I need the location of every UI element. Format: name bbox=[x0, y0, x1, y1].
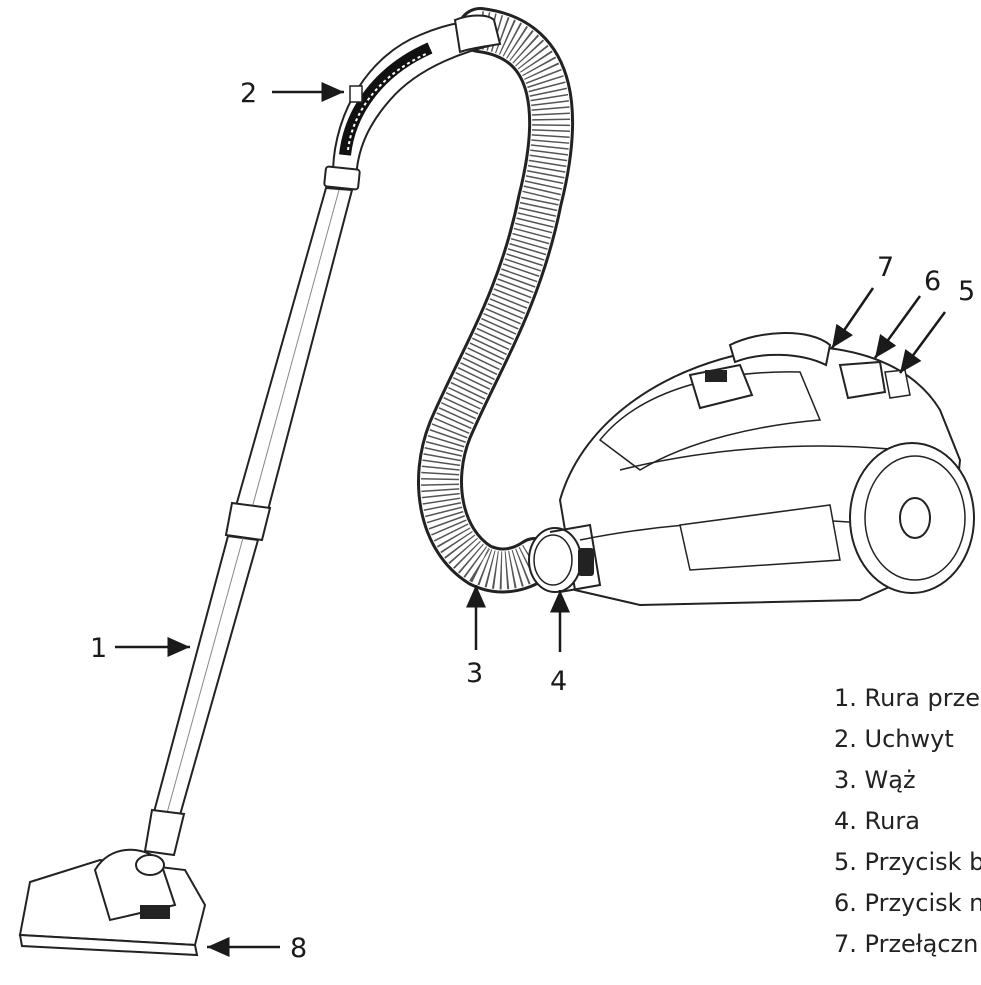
callout-5: 5 bbox=[958, 276, 975, 307]
callout-3: 3 bbox=[466, 658, 483, 689]
callout-8: 8 bbox=[290, 933, 307, 964]
hose-illustration bbox=[417, 7, 575, 594]
callout-2: 2 bbox=[240, 78, 257, 109]
vacuum-body-illustration bbox=[528, 332, 975, 607]
legend-item: 3. Wąż bbox=[834, 766, 916, 794]
arrow-5 bbox=[898, 311, 947, 374]
parts-legend: 1. Rura prze 2. Uchwyt 3. Wąż 4. Rura 5.… bbox=[834, 680, 981, 967]
callout-arrows bbox=[115, 82, 947, 957]
callout-6: 6 bbox=[924, 266, 941, 297]
arrow-6 bbox=[873, 295, 922, 359]
legend-item: 6. Przycisk n bbox=[834, 889, 981, 917]
tube-illustration bbox=[143, 186, 354, 857]
legend-item: 7. Przełączn bbox=[834, 930, 979, 958]
floor-nozzle-illustration bbox=[18, 848, 207, 957]
legend-item: 2. Uchwyt bbox=[834, 725, 954, 753]
legend-item: 5. Przycisk b bbox=[834, 848, 981, 876]
callout-1: 1 bbox=[90, 633, 107, 664]
callout-labels: 1 2 3 4 5 6 7 8 bbox=[90, 78, 975, 964]
arrow-7 bbox=[830, 287, 875, 349]
callout-7: 7 bbox=[877, 252, 894, 283]
legend-item: 4. Rura bbox=[834, 807, 920, 835]
legend-item: 1. Rura prze bbox=[834, 684, 981, 712]
handle-illustration bbox=[323, 14, 502, 191]
callout-4: 4 bbox=[550, 666, 567, 697]
